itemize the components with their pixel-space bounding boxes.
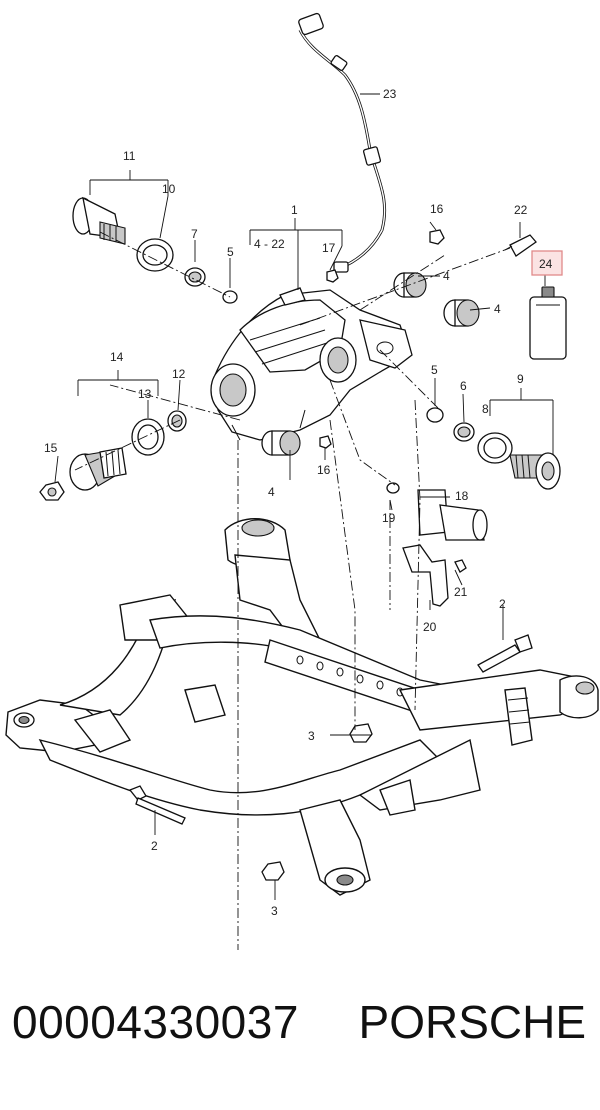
callout-3b: 3 [271, 904, 278, 918]
callout-13: 13 [138, 387, 152, 401]
actuator [386, 482, 488, 607]
callout-labels: 1 4 - 22 17 16 22 24 23 11 10 7 5 4 4 14… [44, 87, 553, 918]
callout-18: 18 [455, 489, 469, 503]
highlight-box-24 [531, 250, 563, 276]
callout-12: 12 [172, 367, 186, 381]
subframe-bolts [128, 634, 533, 881]
callout-4b: 4 [494, 302, 501, 316]
callout-2b: 2 [151, 839, 158, 853]
wiring-harness [298, 12, 387, 273]
callout-4a: 4 [443, 269, 450, 283]
exploded-parts-diagram: 1 4 - 22 17 16 22 24 23 11 10 7 5 4 4 14… [5, 12, 599, 950]
left-output-flange [72, 196, 238, 304]
left-rear-shaft [39, 410, 187, 501]
callout-19: 19 [382, 511, 396, 525]
callout-1: 1 [291, 203, 298, 217]
callout-4c: 4 [268, 485, 275, 499]
callout-2a: 2 [499, 597, 506, 611]
callout-3a: 3 [308, 729, 315, 743]
callout-23: 23 [383, 87, 397, 101]
right-output-flange [426, 407, 561, 490]
callout-16b: 16 [317, 463, 331, 477]
differential-housing [210, 287, 413, 441]
callout-5b: 5 [431, 363, 438, 377]
footer: 00004330037 PORSCHE [0, 995, 600, 1065]
callout-8: 8 [482, 402, 489, 416]
part-number: 00004330037 [12, 996, 299, 1048]
leader-lines [54, 93, 554, 950]
callout-22: 22 [514, 203, 528, 217]
oil-bottle [529, 286, 567, 360]
brand-name: PORSCHE [358, 996, 586, 1048]
callout-16a: 16 [430, 202, 444, 216]
callout-14: 14 [110, 350, 124, 364]
callout-20: 20 [423, 620, 437, 634]
callout-5a: 5 [227, 245, 234, 259]
callout-7: 7 [191, 227, 198, 241]
bushings [261, 272, 480, 456]
callout-9: 9 [517, 372, 524, 386]
callout-6: 6 [460, 379, 467, 393]
callout-4-22: 4 - 22 [254, 237, 285, 251]
callout-10: 10 [162, 182, 176, 196]
callout-17: 17 [322, 241, 336, 255]
callout-15: 15 [44, 441, 58, 455]
callout-11: 11 [123, 149, 136, 163]
small-fasteners [319, 229, 537, 449]
subframe [5, 518, 599, 896]
callout-21: 21 [454, 585, 468, 599]
callout-24: 24 [539, 257, 553, 271]
